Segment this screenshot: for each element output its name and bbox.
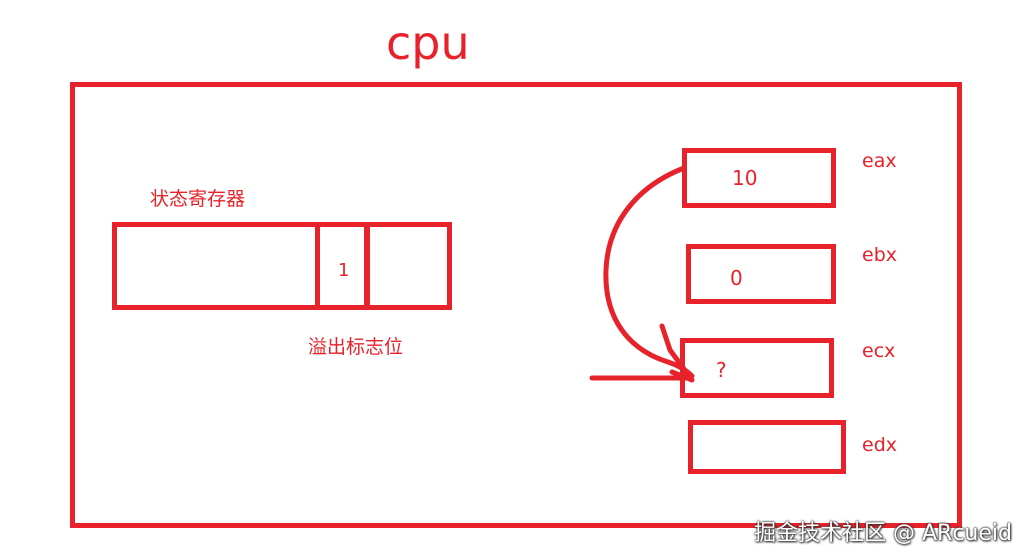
register-eax-box <box>682 148 836 208</box>
status-register-divider-1 <box>315 222 320 310</box>
register-ecx-name: ecx <box>862 340 896 362</box>
overflow-flag-label: 溢出标志位 <box>308 336 404 358</box>
register-ecx-value: ? <box>716 358 727 382</box>
register-ebx-value: 0 <box>730 266 743 290</box>
status-register-divider-2 <box>364 222 370 310</box>
eax-to-ecx-arrowhead <box>659 323 695 383</box>
register-ebx-box <box>686 244 836 304</box>
watermark: 掘金技术社区 @ ARcueid <box>754 521 1012 546</box>
register-edx-box <box>688 420 846 474</box>
register-eax-value: 10 <box>732 166 758 190</box>
overflow-flag-value: 1 <box>338 260 350 281</box>
cpu-title: cpu <box>386 16 470 70</box>
register-eax-name: eax <box>862 150 897 172</box>
eax-to-ecx-curve-arrow <box>603 165 695 379</box>
status-register-box <box>112 222 452 310</box>
cpu-outer-box <box>70 82 962 528</box>
register-edx-name: edx <box>862 434 897 456</box>
status-register-label: 状态寄存器 <box>150 188 246 210</box>
register-ebx-name: ebx <box>862 244 897 266</box>
